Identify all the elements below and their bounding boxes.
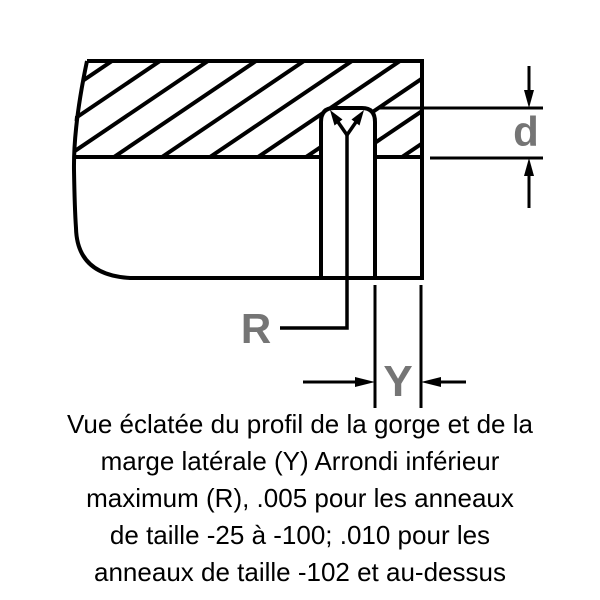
radius-arrowhead-left-icon	[330, 110, 343, 126]
caption-line: anneaux de taille -102 et au-dessus	[94, 557, 506, 587]
groove-slot	[319, 106, 377, 278]
caption-line: maximum (R), .005 pour les anneaux	[86, 483, 514, 513]
depth-arrowhead-bottom-icon	[524, 158, 534, 176]
margin-label: Y	[383, 357, 412, 406]
lateral-margin-dimension	[303, 285, 466, 408]
radius-leader	[280, 121, 358, 330]
margin-arrowhead-right-icon	[421, 377, 441, 387]
depth-label: d	[513, 108, 539, 155]
depth-arrowhead-top-icon	[524, 90, 534, 108]
hatched-block-outline	[71, 59, 424, 280]
margin-arrowhead-left-icon	[355, 377, 375, 387]
caption-line: Vue éclatée du profil de la gorge et de …	[67, 409, 533, 439]
radius-leader-branch-right	[345, 121, 358, 136]
caption-line: de taille -25 à -100; .010 pour les	[109, 520, 491, 550]
radius-arrowhead-right-icon	[351, 110, 364, 126]
radius-label: R	[241, 305, 271, 352]
figure-caption: Vue éclatée du profil de la gorge et de …	[0, 406, 600, 591]
radius-leader-branch-left	[336, 121, 349, 136]
caption-line: marge latérale (Y) Arrondi inférieur	[100, 446, 500, 476]
groove-diagram: d Y R	[71, 59, 543, 408]
